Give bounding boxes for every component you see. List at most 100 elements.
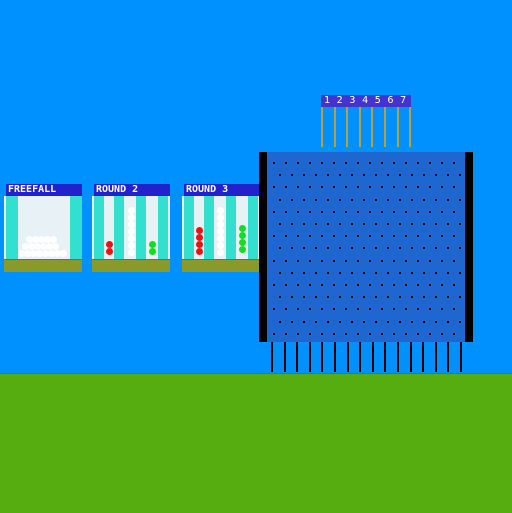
peg (327, 223, 329, 225)
peg (351, 198, 353, 201)
peg (345, 210, 347, 213)
peg (459, 198, 461, 201)
peg (297, 284, 299, 286)
peg (363, 223, 365, 225)
peg (399, 223, 401, 225)
peg (363, 247, 365, 250)
peg (369, 210, 371, 213)
bin-divider (434, 342, 437, 372)
peg (291, 271, 293, 274)
peg (423, 271, 425, 274)
peg (423, 296, 425, 299)
round2-panel: ROUND 2 (92, 184, 170, 272)
bin-divider (447, 342, 450, 372)
peg (327, 247, 329, 250)
peg (285, 162, 287, 164)
peg (315, 174, 317, 177)
peg (387, 271, 389, 274)
peg (393, 210, 395, 213)
drop-chute (333, 107, 336, 147)
peg (369, 259, 371, 262)
peg (327, 296, 329, 299)
peg (435, 247, 437, 250)
slot-2-button[interactable]: 2 (336, 95, 343, 106)
peg (357, 210, 359, 213)
peg (285, 284, 287, 286)
peg (339, 174, 341, 177)
peg (435, 271, 437, 274)
ball (217, 228, 224, 235)
peg (417, 259, 419, 262)
peg (375, 271, 377, 274)
peg (273, 186, 275, 189)
peg (369, 186, 371, 189)
peg (309, 162, 311, 164)
peg (279, 320, 281, 323)
peg (429, 162, 431, 164)
peg (345, 162, 347, 164)
slot-5-button[interactable]: 5 (374, 95, 381, 106)
peg (405, 235, 407, 238)
freefall-panel: FREEFALL (4, 184, 82, 272)
slot-7-button[interactable]: 7 (400, 95, 407, 106)
peg (357, 235, 359, 238)
ball (217, 214, 224, 221)
peg (441, 162, 443, 164)
slot-1-button[interactable]: 1 (323, 95, 331, 106)
peg (303, 174, 305, 177)
peg (285, 308, 287, 311)
peg (381, 235, 383, 238)
bin-divider (271, 342, 273, 372)
ball (48, 250, 55, 257)
ball (128, 207, 135, 214)
peg (309, 186, 311, 189)
peg (285, 235, 287, 238)
ball (32, 236, 39, 243)
peg (291, 174, 293, 177)
peg (285, 210, 287, 213)
panel-base (4, 259, 82, 272)
peg (381, 186, 383, 189)
peg (417, 308, 419, 311)
peg (453, 186, 455, 189)
peg (279, 296, 281, 299)
peg (369, 162, 371, 164)
peg (417, 235, 419, 238)
peg (399, 198, 401, 201)
peg (273, 210, 275, 213)
slot-4-button[interactable]: 4 (362, 95, 369, 106)
ball (239, 232, 246, 239)
peg (315, 247, 317, 250)
peg (387, 174, 389, 177)
bin-divider (334, 342, 336, 372)
peg (381, 259, 383, 262)
peg (351, 296, 353, 299)
peg (375, 247, 377, 250)
peg (357, 284, 359, 286)
peg (303, 271, 305, 274)
peg (429, 235, 431, 238)
slot-6-button[interactable]: 6 (387, 95, 394, 106)
slot-3-button[interactable]: 3 (349, 95, 356, 106)
peg (441, 186, 443, 189)
peg (441, 332, 443, 335)
peg (459, 223, 461, 225)
peg (315, 271, 317, 274)
peg (399, 174, 401, 177)
peg (315, 198, 317, 201)
peg (441, 210, 443, 213)
ball (196, 227, 203, 234)
ball (128, 249, 135, 256)
peg (411, 320, 413, 323)
ball (196, 248, 203, 255)
peg (399, 296, 401, 299)
peg (273, 259, 275, 262)
peg (351, 223, 353, 225)
peg (375, 320, 377, 323)
peg (375, 296, 377, 299)
ball (36, 250, 43, 257)
bin-divider (397, 342, 399, 372)
bin-divider (409, 342, 412, 372)
peg (321, 186, 323, 189)
peg (411, 247, 413, 250)
